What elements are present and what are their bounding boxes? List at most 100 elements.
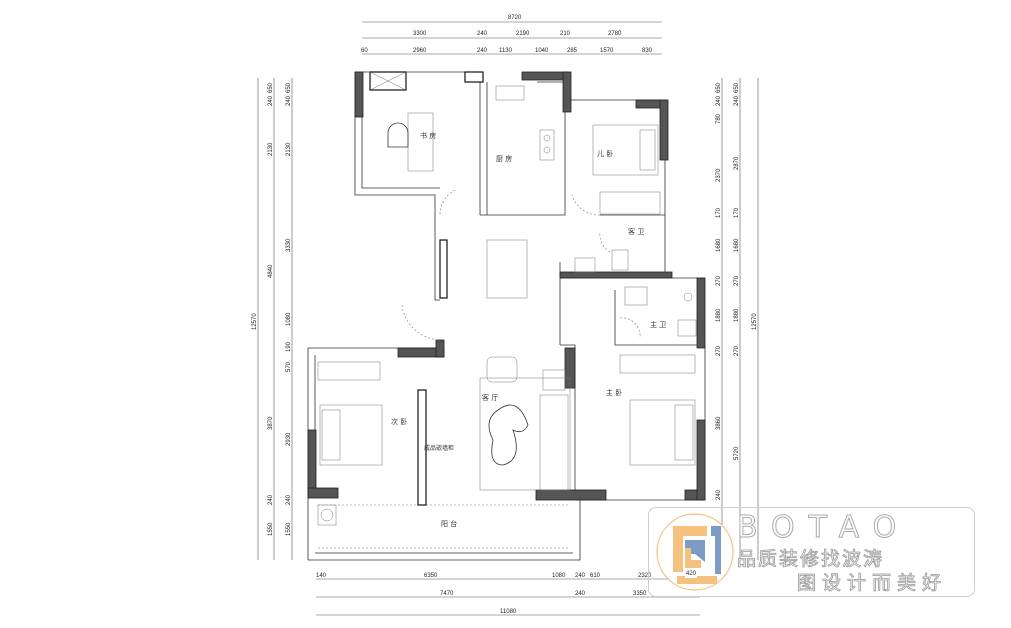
study-desk [407, 112, 434, 172]
svg-text:240: 240 [268, 95, 274, 106]
svg-text:780: 780 [716, 113, 722, 124]
toilet-icon [677, 319, 697, 337]
svg-text:270: 270 [734, 345, 740, 356]
bottom-dimension-420: 420 [685, 571, 698, 578]
washer-icon [317, 504, 337, 526]
svg-text:3300: 3300 [413, 31, 427, 37]
svg-text:190: 190 [286, 341, 292, 352]
logo-icon [656, 513, 734, 591]
svg-text:240: 240 [575, 573, 586, 579]
svg-text:140: 140 [316, 573, 327, 579]
svg-text:285: 285 [567, 48, 578, 54]
label-guest-bath: 客 卫 [628, 227, 644, 236]
sink-icon [495, 85, 525, 101]
bed-icon [629, 399, 696, 466]
svg-text:3870: 3870 [268, 416, 274, 430]
right-dimensions: 650 240 780 2370 170 1680 270 1880 270 3… [716, 78, 759, 560]
svg-text:240: 240 [575, 591, 586, 597]
svg-text:1080: 1080 [286, 312, 292, 326]
svg-text:650: 650 [716, 82, 722, 93]
watermark-slogan-1: 品质装修找波涛 [737, 548, 885, 571]
left-dimensions: 12570 240 650 2130 4840 3870 240 1550 24… [252, 78, 293, 560]
svg-text:1550: 1550 [268, 522, 274, 536]
svg-text:12570: 12570 [752, 313, 758, 330]
svg-text:1680: 1680 [716, 238, 722, 252]
svg-text:2930: 2930 [286, 432, 292, 446]
svg-text:610: 610 [590, 573, 601, 579]
svg-text:830: 830 [642, 48, 653, 54]
svg-text:2870: 2870 [734, 156, 740, 170]
basin-icon [624, 286, 648, 306]
svg-text:2320: 2320 [638, 573, 652, 579]
svg-text:650: 650 [286, 82, 292, 93]
svg-text:650: 650 [268, 82, 274, 93]
svg-text:240: 240 [268, 494, 274, 505]
svg-text:210: 210 [560, 31, 571, 37]
label-master-bedroom: 主 卧 [606, 388, 622, 397]
svg-text:4840: 4840 [268, 264, 274, 278]
label-master-bath: 主 卫 [650, 320, 666, 329]
svg-text:1080: 1080 [552, 573, 566, 579]
svg-text:1880: 1880 [716, 308, 722, 322]
walls [307, 71, 706, 561]
svg-text:2960: 2960 [413, 48, 427, 54]
svg-text:6350: 6350 [424, 573, 438, 579]
svg-text:650: 650 [734, 82, 740, 93]
rug [479, 377, 571, 491]
top-dimensions: 8720 3300 240 2190 210 2780 60 2960 240 … [361, 15, 662, 55]
svg-text:8720: 8720 [508, 15, 522, 21]
svg-text:60: 60 [361, 48, 368, 54]
svg-text:240: 240 [716, 95, 722, 106]
svg-text:12570: 12570 [252, 313, 258, 330]
svg-text:170: 170 [716, 207, 722, 218]
bottom-dimensions: 140 6350 1080 240 610 2320 7470 240 3350… [316, 573, 700, 616]
stove-icon [539, 129, 555, 161]
svg-text:170: 170 [734, 207, 740, 218]
toilet-icon [611, 249, 629, 271]
svg-text:2190: 2190 [516, 31, 530, 37]
svg-text:240: 240 [734, 95, 740, 106]
svg-text:240: 240 [286, 494, 292, 505]
svg-text:240: 240 [477, 48, 488, 54]
svg-text:240: 240 [477, 31, 488, 37]
svg-text:2370: 2370 [716, 168, 722, 182]
watermark-brand: BOTAO [736, 510, 911, 546]
svg-text:240: 240 [286, 95, 292, 106]
bed-icon [319, 404, 383, 466]
doors [401, 189, 641, 341]
sofa [539, 394, 569, 491]
svg-text:570: 570 [286, 361, 292, 372]
svg-text:5720: 5720 [734, 446, 740, 460]
label-second-bedroom: 次 卧 [391, 417, 407, 426]
chair-icon [387, 122, 409, 148]
watermark: BOTAO 品质装修找波涛 图设计而美好 [648, 507, 975, 597]
svg-text:11080: 11080 [500, 609, 517, 615]
svg-text:7470: 7470 [440, 591, 454, 597]
room-labels: 书 房 厨 房 儿 卧 客 卫 主 卫 客 厅 主 卧 次 卧 成品嵌墙柜 阳 … [391, 131, 666, 528]
svg-text:270: 270 [716, 345, 722, 356]
svg-text:270: 270 [716, 275, 722, 286]
svg-text:3330: 3330 [286, 238, 292, 252]
svg-text:3860: 3860 [716, 416, 722, 430]
shower-icon [683, 292, 693, 302]
label-study: 书 房 [420, 131, 436, 140]
label-wardrobe: 成品嵌墙柜 [424, 444, 454, 452]
coffee-table [488, 404, 529, 466]
svg-text:270: 270 [734, 275, 740, 286]
svg-text:2780: 2780 [608, 31, 622, 37]
side-table [542, 369, 566, 391]
label-balcony: 阳 台 [441, 519, 457, 528]
svg-text:1880: 1880 [734, 308, 740, 322]
dining-table [486, 239, 528, 299]
svg-text:2130: 2130 [268, 142, 274, 156]
svg-text:1130: 1130 [499, 48, 513, 54]
svg-text:240: 240 [716, 489, 722, 500]
watermark-slogan-2: 图设计而美好 [797, 572, 948, 595]
svg-text:1040: 1040 [535, 48, 549, 54]
furniture [317, 85, 697, 526]
label-kitchen: 厨 房 [496, 154, 512, 163]
svg-text:1570: 1570 [600, 48, 614, 54]
basin-icon [574, 257, 596, 273]
